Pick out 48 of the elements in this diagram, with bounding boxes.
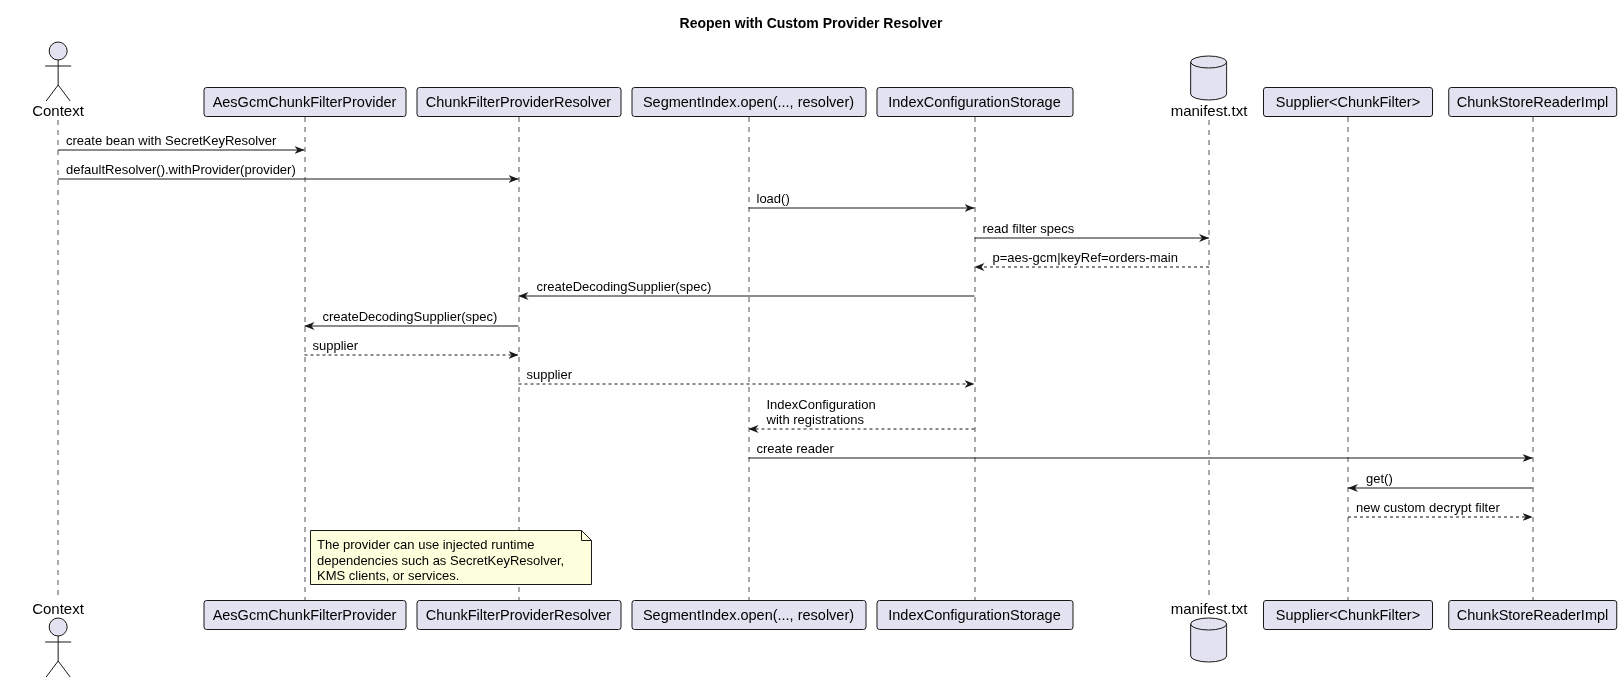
participant-box: SegmentIndex.open(..., resolver) <box>631 87 866 117</box>
message-arrow <box>1347 484 1533 492</box>
message-label: supplier <box>526 367 573 382</box>
participant-box: AesGcmChunkFilterProvider <box>203 600 406 630</box>
actor-name: Context <box>32 102 84 119</box>
lifeline <box>973 117 976 600</box>
lifeline <box>747 117 750 600</box>
message-label: load() <box>756 191 790 206</box>
message-label: supplier <box>312 338 359 353</box>
participant-box: AesGcmChunkFilterProvider <box>203 87 406 117</box>
return-arrow <box>304 351 519 359</box>
message-label: get() <box>1366 471 1393 486</box>
return-arrow <box>748 425 975 433</box>
message-label: createDecodingSupplier(spec) <box>322 309 498 324</box>
participant-box: ChunkFilterProviderResolver <box>416 87 621 117</box>
message-arrow <box>57 146 305 154</box>
participant-box: SegmentIndex.open(..., resolver) <box>631 600 866 630</box>
message-arrow <box>304 322 519 330</box>
return-arrow <box>974 263 1210 271</box>
participant-box: IndexConfigurationStorage <box>876 87 1073 117</box>
database-name: manifest.txt <box>1170 102 1248 119</box>
diagram-title: Reopen with Custom Provider Resolver <box>679 15 943 32</box>
message-label: createDecodingSupplier(spec) <box>536 279 712 294</box>
return-arrow <box>1347 513 1533 521</box>
participant-box: Supplier<ChunkFilter> <box>1263 600 1433 630</box>
message-label: p=aes-gcm|keyRef=orders-main <box>992 250 1178 265</box>
participant-box: ChunkStoreReaderImpl <box>1447 600 1618 630</box>
actor-name: Context <box>32 600 84 617</box>
message-arrow <box>518 292 975 300</box>
lifeline <box>1347 117 1349 600</box>
message-label: read filter specs <box>982 221 1075 236</box>
participant-box: ChunkFilterProviderResolver <box>416 600 621 630</box>
participant-box: ChunkStoreReaderImpl <box>1447 87 1618 117</box>
message-arrow <box>57 175 519 183</box>
lifeline <box>303 117 306 600</box>
message-arrow <box>748 454 1533 462</box>
note-box: The provider can use injected runtime dependencies such as SecretKeyResolver, KMS clients, or services. <box>310 530 592 585</box>
message-arrow <box>974 234 1210 242</box>
message-arrow <box>748 204 975 212</box>
lifeline <box>1531 117 1534 600</box>
database-name: manifest.txt <box>1170 600 1248 617</box>
participant-box: Supplier<ChunkFilter> <box>1263 87 1433 117</box>
message-label: defaultResolver().withProvider(provider) <box>66 162 296 177</box>
message-label: create bean with SecretKeyResolver <box>66 133 277 148</box>
return-arrow <box>518 380 975 388</box>
participant-box: IndexConfigurationStorage <box>876 600 1073 630</box>
message-label: new custom decrypt filter <box>1356 500 1500 515</box>
message-label: create reader <box>756 441 834 456</box>
